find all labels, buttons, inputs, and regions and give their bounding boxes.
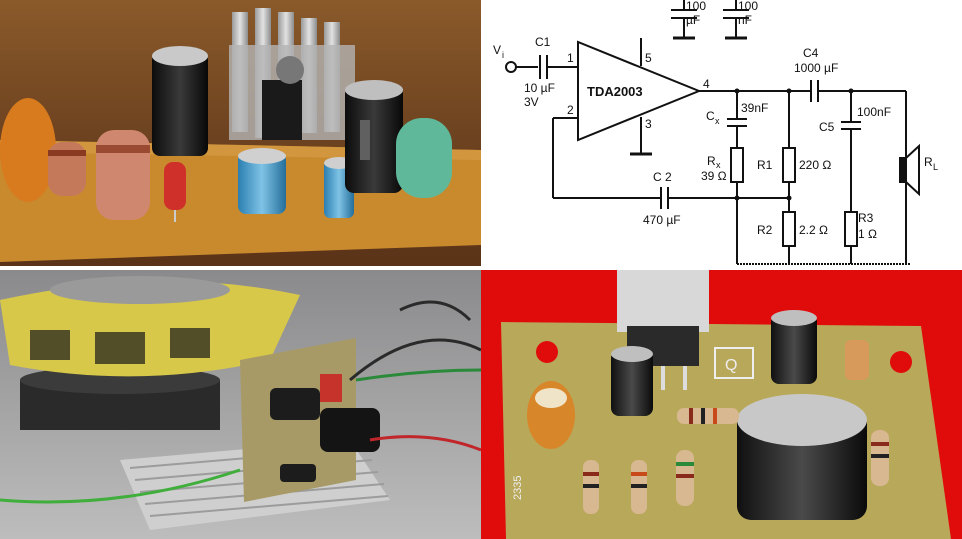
pin5-label: 5 — [645, 51, 652, 65]
c2-value: 470 µF — [643, 213, 681, 227]
electrolytic-capacitor — [771, 310, 817, 384]
pin3-label: 3 — [645, 117, 652, 131]
resistor — [676, 450, 694, 506]
r2-value: 2.2 Ω — [799, 223, 828, 237]
electrolytic-capacitor — [345, 80, 403, 193]
c5-value: 100nF — [857, 105, 891, 119]
resistor — [871, 430, 889, 486]
c5-name: C5 — [819, 120, 835, 134]
tantalum-capacitor — [527, 381, 575, 449]
rl-name: R — [924, 155, 933, 169]
c4-name: C4 — [803, 46, 819, 60]
resistor — [583, 460, 599, 514]
ic-name: TDA2003 — [587, 84, 643, 99]
amplifier-pcb — [240, 338, 380, 502]
pin4-label: 4 — [703, 77, 710, 91]
input-label: V — [493, 43, 501, 57]
rl-sub: L — [933, 162, 938, 172]
pin2-label: 2 — [567, 103, 574, 117]
cx-value: 39nF — [741, 101, 768, 115]
pcb-edge-marking: 2335 — [512, 476, 524, 500]
rx-name: R — [707, 154, 716, 168]
resistor — [48, 142, 86, 196]
c1-name: C1 — [535, 35, 551, 49]
r2-name: R2 — [757, 223, 773, 237]
small-resistor — [164, 162, 186, 222]
top-cap1-value: 100 — [686, 0, 706, 13]
heatsink — [229, 8, 355, 140]
c2-name: C 2 — [653, 170, 672, 184]
resistor — [677, 408, 739, 424]
rx-value: 39 Ω — [701, 169, 727, 183]
silkscreen-outline — [714, 347, 754, 379]
resistor — [631, 460, 647, 514]
speaker — [0, 276, 300, 430]
c4-value: 1000 µF — [794, 61, 838, 75]
schematic-tda2003: 100 µF 100 nF V i C1 1 10 µF 3V 2 TDA200… — [481, 0, 962, 266]
cap-letter: Q — [725, 357, 737, 374]
electrolytic-capacitor — [152, 46, 208, 156]
photo-board-components — [0, 0, 481, 266]
large-electrolytic-capacitor — [737, 394, 867, 520]
blue-capacitor — [238, 148, 286, 214]
r1-value: 220 Ω — [799, 158, 831, 172]
rx-sub: x — [716, 160, 721, 170]
r3-name: R3 — [858, 211, 874, 225]
cx-sub: x — [715, 116, 720, 126]
cx-name: C — [706, 109, 715, 123]
pin1-label: 1 — [567, 51, 574, 65]
orange-capacitor — [0, 98, 56, 202]
panel-divider — [0, 266, 962, 270]
r3-value: 1 Ω — [858, 227, 877, 241]
photo-pcb-red-background: Q 2335 — [481, 270, 962, 539]
small-capacitor — [845, 340, 869, 380]
c1-value: 10 µF — [524, 81, 555, 95]
top-cap2-unit: nF — [738, 13, 752, 27]
green-capacitor — [396, 118, 452, 198]
top-cap1-unit: µF — [686, 13, 700, 27]
top-cap2-value: 100 — [738, 0, 758, 13]
resistor — [96, 130, 150, 220]
photo-speaker-amplifier — [0, 270, 481, 539]
c1-voltage: 3V — [524, 95, 539, 109]
electrolytic-capacitor — [611, 346, 653, 416]
input-sub: i — [502, 50, 504, 60]
r1-name: R1 — [757, 158, 773, 172]
